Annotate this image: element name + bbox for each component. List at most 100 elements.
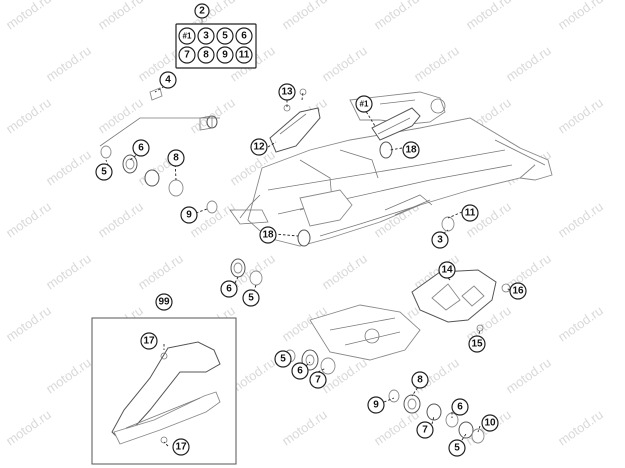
watermark-text: motod.ru bbox=[43, 147, 94, 189]
kit-item-8: 8 bbox=[197, 46, 215, 64]
watermark-text: motod.ru bbox=[95, 199, 146, 241]
svg-text:11: 11 bbox=[465, 208, 476, 219]
callout-5-bottom-right: 5 bbox=[448, 439, 466, 457]
watermark-text: motod.ru bbox=[319, 251, 370, 293]
swingarm-assembly bbox=[229, 91, 553, 361]
watermark-text: motod.ru bbox=[555, 199, 606, 241]
kit-item-1: #1 bbox=[178, 27, 196, 45]
callout-5-mid: 5 bbox=[242, 289, 260, 307]
svg-text:99: 99 bbox=[158, 297, 170, 308]
svg-text:10: 10 bbox=[484, 418, 496, 429]
callout-10: 10 bbox=[481, 414, 499, 432]
watermark-text: motod.ru bbox=[371, 0, 422, 32]
callout-18-lower: 18 bbox=[259, 226, 277, 244]
svg-text:15: 15 bbox=[471, 339, 483, 350]
svg-text:5: 5 bbox=[222, 31, 228, 42]
svg-text:18: 18 bbox=[405, 145, 417, 156]
svg-text:17: 17 bbox=[143, 336, 155, 347]
callout-kit-1: #1 bbox=[355, 95, 373, 113]
svg-text:7: 7 bbox=[315, 375, 321, 386]
svg-text:12: 12 bbox=[253, 142, 265, 153]
watermark-text: motod.ru bbox=[555, 407, 606, 449]
svg-text:9: 9 bbox=[186, 210, 192, 221]
kit-item-11: 11 bbox=[235, 46, 253, 64]
svg-text:6: 6 bbox=[226, 284, 232, 295]
watermark-text: motod.ru bbox=[279, 407, 330, 449]
svg-text:5: 5 bbox=[101, 167, 107, 178]
svg-text:16: 16 bbox=[512, 286, 524, 297]
callout-4: 4 bbox=[159, 71, 177, 89]
watermark-text: motod.ru bbox=[279, 0, 330, 32]
svg-text:6: 6 bbox=[297, 366, 303, 377]
callout-8-left: 8 bbox=[167, 149, 185, 167]
callout-18-upper: 18 bbox=[402, 141, 420, 159]
svg-text:3: 3 bbox=[437, 235, 443, 246]
svg-text:11: 11 bbox=[239, 50, 250, 61]
watermark-text: motod.ru bbox=[555, 0, 606, 32]
svg-text:18: 18 bbox=[262, 230, 274, 241]
callout-7-bottom-right: 7 bbox=[416, 421, 434, 439]
watermark-text: motod.ru bbox=[43, 355, 94, 397]
watermark-text: motod.ru bbox=[503, 355, 554, 397]
chain-guide-rear bbox=[411, 269, 511, 332]
callout-13: 13 bbox=[278, 83, 296, 101]
kit-item-9: 9 bbox=[216, 46, 234, 64]
callout-6-bottom-right: 6 bbox=[451, 398, 469, 416]
callout-9-left: 9 bbox=[180, 206, 198, 224]
watermark-text: motod.ru bbox=[555, 95, 606, 137]
callout-6-mid: 6 bbox=[220, 280, 238, 298]
watermark-text: motod.ru bbox=[503, 43, 554, 85]
watermark-text: motod.ru bbox=[43, 43, 94, 85]
callout-9-bottom-right: 9 bbox=[367, 396, 385, 414]
svg-text:8: 8 bbox=[173, 153, 179, 164]
callout-8-bottom-right: 8 bbox=[411, 371, 429, 389]
watermark-text: motod.ru bbox=[411, 43, 462, 85]
svg-text:13: 13 bbox=[281, 87, 293, 98]
chain-slider-part bbox=[371, 107, 421, 141]
svg-text:2: 2 bbox=[199, 6, 205, 17]
callout-15: 15 bbox=[468, 335, 486, 353]
svg-text:4: 4 bbox=[165, 75, 171, 86]
watermark-text: motod.ru bbox=[3, 407, 54, 449]
callout-6-left: 6 bbox=[132, 139, 150, 157]
svg-text:6: 6 bbox=[138, 143, 144, 154]
svg-text:#1: #1 bbox=[360, 100, 369, 109]
svg-text:8: 8 bbox=[203, 50, 209, 61]
callout-11: 11 bbox=[461, 204, 479, 222]
svg-text:6: 6 bbox=[241, 31, 247, 42]
callout-16: 16 bbox=[509, 282, 527, 300]
svg-text:#1: #1 bbox=[183, 32, 192, 41]
svg-text:9: 9 bbox=[222, 50, 228, 61]
callout-5-left: 5 bbox=[95, 163, 113, 181]
svg-text:5: 5 bbox=[454, 443, 460, 454]
callouts: 4 13 12 #1 18 6 5 8 9 11 18 3 6 5 14 16 … bbox=[95, 71, 527, 457]
callout-5-bottom-left: 5 bbox=[274, 350, 292, 368]
bearing-parts-left bbox=[99, 87, 455, 286]
kit-item-6: 6 bbox=[235, 27, 253, 45]
watermark-text: motod.ru bbox=[95, 0, 146, 32]
watermark-text: motod.ru bbox=[135, 251, 186, 293]
svg-text:5: 5 bbox=[280, 354, 286, 365]
watermark-text: motod.ru bbox=[463, 0, 514, 32]
svg-text:3: 3 bbox=[203, 31, 209, 42]
watermark-text: motod.ru bbox=[555, 303, 606, 345]
watermark-text: motod.ru bbox=[3, 0, 54, 32]
svg-text:7: 7 bbox=[422, 425, 428, 436]
inset-box bbox=[91, 317, 237, 465]
svg-text:7: 7 bbox=[184, 50, 190, 61]
svg-text:5: 5 bbox=[248, 293, 254, 304]
callout-7-bottom-left: 7 bbox=[309, 371, 327, 389]
callout-17-lower: 17 bbox=[172, 438, 190, 456]
svg-text:9: 9 bbox=[373, 400, 379, 411]
watermark-text: motod.ru bbox=[3, 199, 54, 241]
callout-99: 99 bbox=[155, 293, 173, 311]
callout-3: 3 bbox=[431, 231, 449, 249]
kit-item-3: 3 bbox=[197, 27, 215, 45]
kit-item-5: 5 bbox=[216, 27, 234, 45]
watermark-text: motod.ru bbox=[43, 251, 94, 293]
callout-17-upper: 17 bbox=[140, 332, 158, 350]
callout-14: 14 bbox=[438, 261, 456, 279]
watermark-text: motod.ru bbox=[95, 95, 146, 137]
svg-text:8: 8 bbox=[417, 375, 423, 386]
